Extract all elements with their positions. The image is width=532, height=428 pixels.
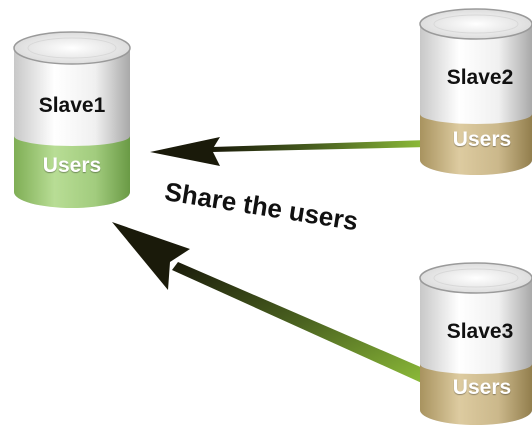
arrow-slave2-to-slave1 xyxy=(150,137,428,166)
slave3-name: Slave3 xyxy=(446,320,514,343)
slave2-table: Users xyxy=(452,128,512,151)
slave3-table: Users xyxy=(452,376,512,399)
arrow-slave3-to-slave1 xyxy=(112,222,432,384)
database-slave3-icon xyxy=(419,262,532,425)
database-slave2-icon xyxy=(419,8,532,175)
slave1-name: Slave1 xyxy=(38,94,106,117)
slave2-name: Slave2 xyxy=(446,66,514,89)
database-slave1-icon xyxy=(13,31,131,208)
slave1-table: Users xyxy=(42,154,102,177)
